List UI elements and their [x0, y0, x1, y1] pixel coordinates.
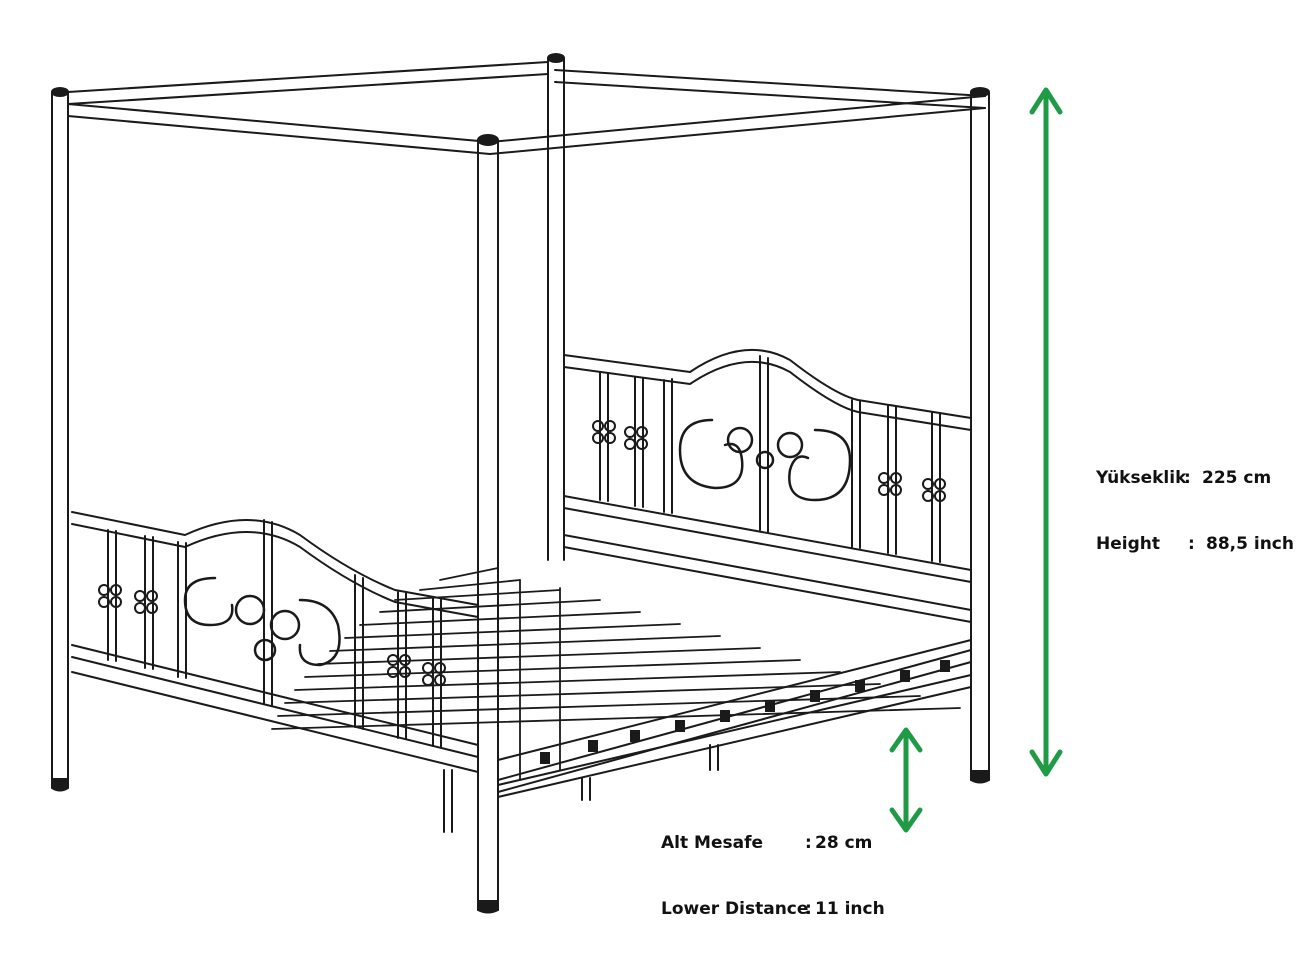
footboard-flowers [98, 584, 446, 686]
back-left-post [51, 87, 69, 792]
height-sep-tr: : [1184, 468, 1191, 488]
height-value-en: 88,5 inch [1206, 534, 1294, 554]
back-right-post [547, 53, 565, 561]
headboard-flowers [592, 420, 946, 502]
height-arrow [1029, 87, 1063, 777]
side-rail-ornaments [540, 660, 950, 764]
slats [271, 567, 961, 781]
lower-distance-sep-tr: : [805, 833, 812, 853]
lower-distance-arrow [889, 727, 923, 833]
lower-distance-label: Alt Mesafe:28 cm Lower Distance:11 inch [661, 793, 885, 939]
lower-distance-label-en: Lower Distance [661, 899, 809, 919]
height-label: Yükseklik:225 cm Height:88,5 inch [1096, 428, 1294, 574]
canopy-rails [67, 61, 986, 155]
bed-frame [51, 53, 990, 914]
height-label-tr: Yükseklik [1096, 468, 1187, 488]
headboard-scrollwork [678, 418, 852, 502]
footboard [71, 511, 479, 773]
lower-distance-sep-en: : [805, 899, 812, 919]
head-right-post [970, 87, 990, 784]
lower-distance-label-tr: Alt Mesafe [661, 833, 763, 853]
height-label-en: Height [1096, 534, 1160, 554]
side-rail [497, 639, 972, 798]
center-legs [443, 744, 719, 833]
lower-distance-value-en: 11 inch [815, 899, 885, 919]
lower-distance-value-tr: 28 cm [815, 833, 873, 853]
height-sep-en: : [1188, 534, 1195, 554]
height-value-tr: 225 cm [1202, 468, 1272, 488]
footboard-scrollwork [183, 576, 341, 667]
headboard [563, 349, 972, 623]
front-left-post [477, 134, 499, 914]
